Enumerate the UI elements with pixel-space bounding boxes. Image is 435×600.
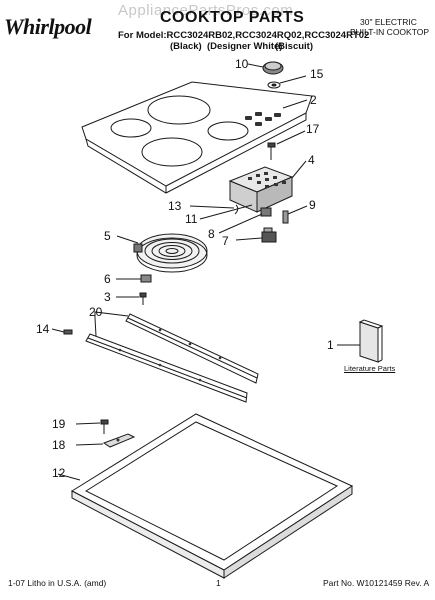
callout-19: 19 — [52, 417, 66, 431]
screw-part-17 — [267, 130, 306, 160]
callout-17: 17 — [306, 122, 320, 136]
callout-20: 20 — [89, 305, 103, 319]
watermark: AppliancePartsPros.com — [118, 2, 294, 19]
callout-1: 1 — [327, 338, 334, 352]
bracket-part-6 — [116, 274, 152, 283]
bracket-part-18 — [75, 433, 136, 448]
callout-13: 13 — [168, 199, 182, 213]
footer-litho: 1-07 Litho in U.S.A. (amd) — [8, 578, 107, 588]
callout-9: 9 — [309, 198, 316, 212]
screw-part-14 — [51, 328, 73, 335]
burner-box-part — [57, 413, 354, 579]
callout-15: 15 — [310, 67, 324, 81]
callout-6: 6 — [104, 272, 111, 286]
callout-12: 12 — [52, 466, 66, 480]
mounting-rails-part — [85, 311, 259, 403]
callout-4: 4 — [308, 153, 315, 167]
product-type-line2: BUILT-IN COOKTOP — [350, 27, 430, 37]
screw-part-19 — [75, 419, 109, 434]
color-label-white: (Designer White) — [207, 41, 283, 52]
callout-2: 2 — [310, 93, 317, 107]
knob-part — [247, 61, 284, 75]
callout-7: 7 — [222, 234, 229, 248]
screw-part-3 — [116, 292, 147, 305]
callout-18: 18 — [52, 438, 66, 452]
radiant-element-part — [116, 233, 208, 273]
callout-5: 5 — [104, 229, 111, 243]
literature-parts-label: Literature Parts — [344, 364, 396, 373]
callout-14: 14 — [36, 322, 50, 336]
callout-11: 11 — [185, 212, 198, 226]
footer-page-number: 1 — [216, 578, 221, 588]
callout-3: 3 — [104, 290, 111, 304]
washer-part — [267, 75, 307, 89]
control-box-part — [228, 160, 307, 213]
product-type-line1: 30" ELECTRIC — [360, 17, 417, 27]
cooktop-glass-part — [81, 81, 313, 194]
whirlpool-logo: Whirlpool — [4, 14, 92, 39]
model-list: For Model:RCC3024RB02,RCC3024RQ02,RCC302… — [118, 30, 370, 41]
literature-part — [337, 319, 384, 363]
switch-part — [218, 207, 277, 243]
callout-8: 8 — [208, 227, 215, 241]
page-title: COOKTOP PARTS — [160, 9, 305, 26]
color-label-black: (Black) — [170, 41, 202, 52]
footer-part-number: Part No. W10121459 Rev. A — [323, 578, 430, 588]
color-label-biscuit: (Biscuit) — [275, 41, 313, 52]
callout-10: 10 — [235, 57, 249, 71]
screw-part-9 — [282, 205, 308, 224]
